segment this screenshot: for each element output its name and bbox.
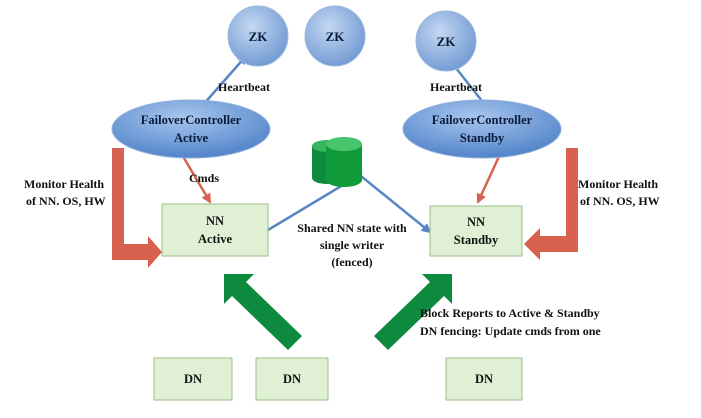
monitor-left-arrow [112, 148, 162, 268]
zk-label: ZK [249, 29, 269, 44]
failover-controller-standby: FailoverController Standby [402, 99, 562, 159]
monitor-health-sublabel-left: of NN. OS, HW [26, 194, 106, 208]
zk-label: ZK [326, 29, 346, 44]
storage-to-standby-line [355, 171, 432, 234]
cmds-label: Cmds [189, 171, 219, 185]
nn-role: Active [198, 232, 232, 246]
monitor-health-label-left: Monitor Health [24, 177, 104, 191]
block-report-left-arrow [224, 274, 302, 350]
monitor-health-label-right: Monitor Health [578, 177, 658, 191]
nn-role: Standby [454, 233, 499, 247]
nn-label: NN [467, 215, 485, 229]
cmds-right-arrow [476, 149, 504, 204]
heartbeat-label-left: Heartbeat [218, 80, 270, 94]
controller-label: FailoverController [432, 113, 533, 127]
controller-role: Active [174, 131, 208, 145]
datanode-3: DN [445, 357, 523, 401]
datanode-1: DN [153, 357, 233, 401]
heartbeat-label-right: Heartbeat [430, 80, 482, 94]
zk-node-3: ZK [415, 10, 477, 72]
shared-state-fenced: (fenced) [331, 255, 372, 269]
block-report-right-arrow [374, 274, 452, 350]
nn-label: NN [206, 214, 224, 228]
controller-label: FailoverController [141, 113, 242, 127]
zk-node-2: ZK [304, 5, 366, 67]
shared-state-label: Shared NN state with [297, 221, 407, 235]
nn-standby-box: NN Standby [429, 205, 523, 257]
controller-role: Standby [460, 131, 505, 145]
dn-label: DN [475, 372, 493, 386]
zk-label: ZK [437, 34, 457, 49]
failover-controller-active: FailoverController Active [111, 99, 271, 159]
dn-fencing-label: DN fencing: Update cmds from one [420, 324, 601, 338]
zk-node-1: ZK [227, 5, 289, 67]
dn-label: DN [184, 372, 202, 386]
monitor-right-arrow [524, 148, 578, 260]
nn-active-box: NN Active [161, 203, 269, 257]
monitor-health-sublabel-right: of NN. OS, HW [580, 194, 660, 208]
datanode-2: DN [255, 357, 329, 401]
shared-storage-icon [312, 137, 362, 187]
block-reports-label: Block Reports to Active & Standby [420, 306, 600, 320]
heartbeat-left-line [201, 54, 248, 107]
dn-label: DN [283, 372, 301, 386]
shared-state-sublabel: single writer [320, 238, 385, 252]
